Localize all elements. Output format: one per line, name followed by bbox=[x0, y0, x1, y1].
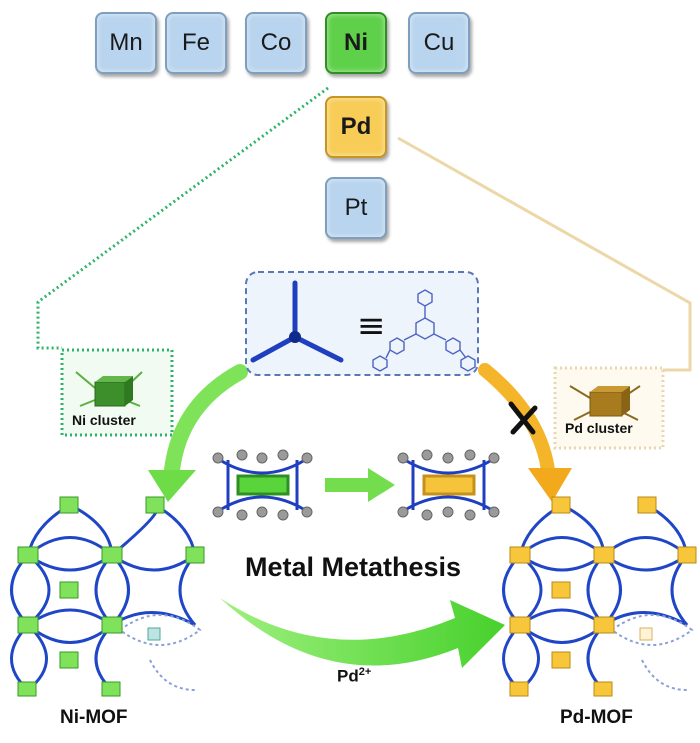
pd-cluster-label: Pd cluster bbox=[565, 420, 633, 436]
ligand-box bbox=[245, 271, 479, 376]
pd-mof-label: Pd-MOF bbox=[560, 707, 633, 728]
ni-mof-framework-icon bbox=[10, 496, 205, 697]
ni-mof-label: Ni-MOF bbox=[60, 707, 128, 728]
cross-icon bbox=[508, 401, 538, 435]
ni-cluster-label: Ni cluster bbox=[72, 412, 136, 428]
pd-cluster-icon bbox=[569, 385, 641, 421]
metal-tile-ni: Ni bbox=[325, 12, 387, 74]
pd-cage-icon bbox=[397, 449, 500, 521]
equiv-symbol: ≡ bbox=[357, 306, 386, 346]
ni-cluster-icon bbox=[75, 371, 143, 407]
small-arrow-shaft bbox=[325, 478, 370, 492]
pd-connector-line bbox=[397, 136, 692, 372]
metal-tile-cu: Cu bbox=[408, 12, 470, 74]
pd-ion-symbol: Pd bbox=[337, 666, 359, 686]
pd-ion-charge: 2+ bbox=[358, 666, 372, 678]
green-curved-arrow bbox=[164, 364, 248, 478]
metal-tile-pd: Pd bbox=[325, 96, 387, 158]
ligand-structure-icon bbox=[372, 289, 476, 372]
green-curved-arrowhead bbox=[148, 470, 196, 502]
metal-tile-fe: Fe bbox=[165, 12, 227, 74]
pd-mof-framework-icon bbox=[502, 496, 697, 697]
metal-tile-pt: Pt bbox=[325, 177, 387, 239]
small-arrow-head bbox=[368, 468, 395, 502]
metathesis-swoosh-arrow bbox=[220, 598, 505, 668]
ni-cage-icon bbox=[212, 449, 313, 521]
metal-tile-mn: Mn bbox=[95, 12, 157, 74]
pd-ion-label: Pd2+ bbox=[337, 666, 371, 687]
ni-connector-line bbox=[36, 86, 329, 350]
metathesis-label: Metal Metathesis bbox=[245, 552, 462, 582]
tripod-ligand-icon bbox=[250, 280, 344, 363]
orange-curved-arrowhead bbox=[528, 468, 572, 502]
metal-tile-co: Co bbox=[245, 12, 307, 74]
